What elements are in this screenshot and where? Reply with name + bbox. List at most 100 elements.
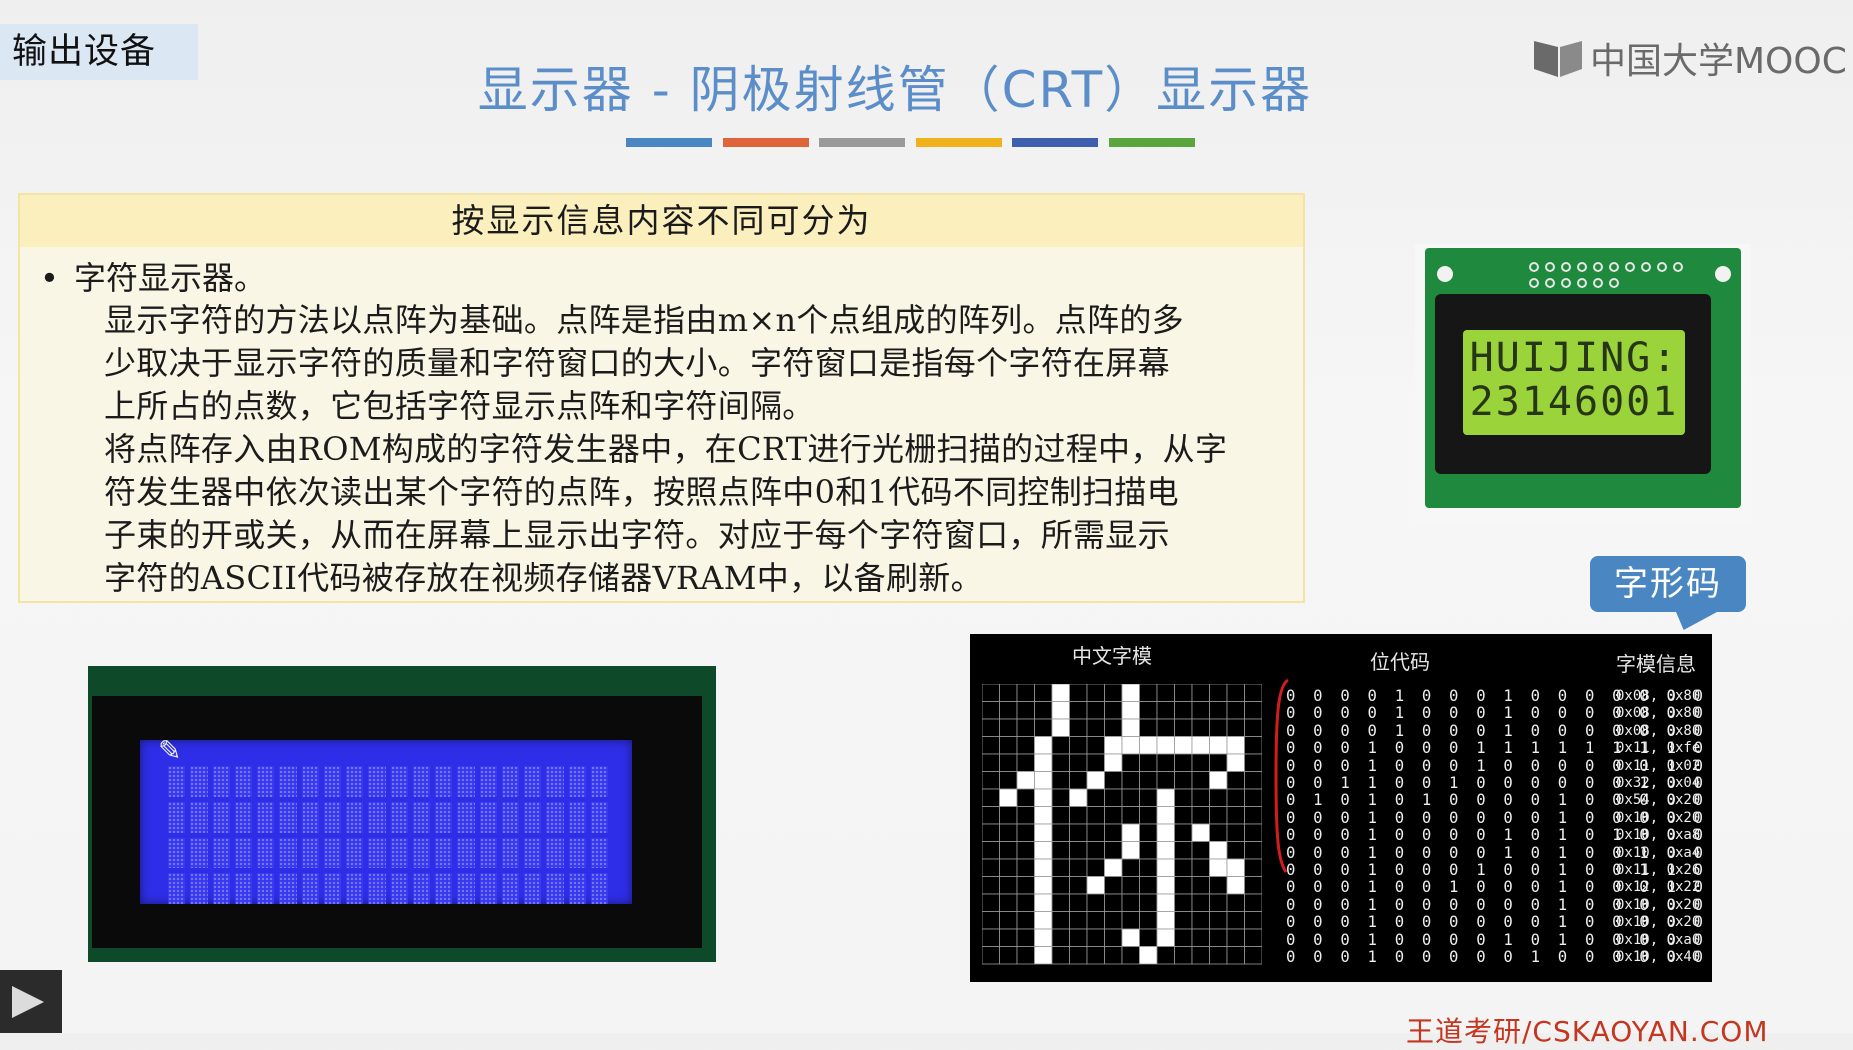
lcd-char-cell (568, 837, 586, 869)
lcd-char-cell (190, 766, 208, 797)
dot-cell (1209, 701, 1228, 720)
dot-cell (1139, 823, 1158, 842)
lcd-line-2: 23146001 (1469, 379, 1679, 425)
dot-cell (1051, 858, 1070, 877)
glyph-code-badge: 字形码 (1590, 556, 1746, 612)
dot-cell (1139, 718, 1158, 737)
dot-cell (1226, 876, 1245, 895)
col-label-info: 字模信息 (1616, 652, 1696, 676)
lcd-char-cell (234, 873, 252, 904)
lcd-char-cell (234, 837, 252, 869)
dot-cell (1086, 788, 1105, 807)
dot-cell (1121, 684, 1140, 702)
dot-cell (999, 684, 1018, 702)
dot-cell (1016, 928, 1035, 947)
lcd-char-cell (590, 873, 608, 904)
dot-cell (1121, 788, 1140, 807)
lcd-char-cell (212, 837, 230, 869)
lcd-char-cell (346, 873, 364, 904)
lcd-char-cell (546, 837, 564, 869)
dot-cell (1191, 928, 1210, 947)
mooc-brand: 中国大学MOOC (1532, 34, 1847, 82)
pencil-cursor-icon: ✎ (158, 734, 182, 767)
dot-cell (1069, 701, 1088, 720)
play-button[interactable] (0, 970, 62, 1033)
col-label-bitcode: 位代码 (1370, 650, 1430, 674)
lcd-char-cell (368, 873, 386, 904)
dot-cell (999, 928, 1018, 947)
lcd-char-cell (279, 837, 297, 869)
dot-cell (1244, 753, 1262, 772)
lcd-char-cell (234, 766, 252, 797)
lcd-char-cell (279, 873, 297, 904)
dot-cell (1156, 893, 1175, 912)
dot-cell (1191, 718, 1210, 737)
col-label-font: 中文字模 (1072, 644, 1152, 668)
dot-cell (1051, 928, 1070, 947)
section-tag: 输出设备 (0, 24, 198, 80)
lcd-char-cell (301, 837, 319, 869)
dot-cell (1139, 806, 1158, 825)
bit-code-column: 0 0 0 0 1 0 0 0 1 0 0 0 0 0 0 0 0 0 0 0 … (1286, 687, 1708, 967)
dot-cell (1139, 753, 1158, 772)
dot-cell (1226, 858, 1245, 877)
lcd-char-cell (368, 766, 386, 797)
dot-cell (1226, 841, 1245, 860)
dot-cell (982, 893, 1000, 912)
lcd-char-cell (390, 837, 408, 869)
dot-cell (1191, 753, 1210, 772)
pin-icon (1609, 278, 1619, 288)
dot-cell (1051, 736, 1070, 755)
dot-cell (1034, 823, 1053, 842)
dot-cell (1174, 718, 1193, 737)
dot-cell (1244, 771, 1262, 790)
lcd-char-cell (457, 873, 475, 904)
dot-cell (982, 911, 1000, 930)
lcd-char-cell (168, 766, 186, 797)
pin-header (1529, 262, 1689, 288)
dot-cell (1156, 788, 1175, 807)
pin-icon (1561, 262, 1571, 272)
pin-icon (1593, 262, 1603, 272)
dot-cell (1191, 893, 1210, 912)
dot-cell (1209, 876, 1228, 895)
dot-cell (1104, 893, 1123, 912)
dot-cell (1016, 788, 1035, 807)
lcd-char-cell (390, 801, 408, 833)
dot-cell (1191, 911, 1210, 930)
pin-icon (1593, 278, 1603, 288)
dot-cell (1226, 684, 1245, 702)
dot-cell (1226, 753, 1245, 772)
dot-cell (1209, 753, 1228, 772)
dot-cell (1209, 771, 1228, 790)
dot-cell (1034, 946, 1053, 965)
dot-cell (1034, 806, 1053, 825)
lcd-line-1: HUIJING: (1469, 335, 1679, 381)
lcd-char-cell (590, 766, 608, 797)
dot-cell (1051, 911, 1070, 930)
dot-cell (1034, 841, 1053, 860)
dot-cell (1016, 858, 1035, 877)
dot-cell (1226, 806, 1245, 825)
dot-cell (1191, 701, 1210, 720)
lcd-char-cell (435, 801, 453, 833)
dot-cell (1086, 718, 1105, 737)
dot-cell (1016, 823, 1035, 842)
dot-cell (1244, 858, 1262, 877)
dot-cell (1086, 893, 1105, 912)
dot-cell (1104, 946, 1123, 965)
dot-cell (1069, 946, 1088, 965)
font-dot-matrix (982, 684, 1262, 965)
lcd-char-cell (212, 873, 230, 904)
dot-cell (982, 841, 1000, 860)
dot-cell (1156, 858, 1175, 877)
dot-cell (1034, 928, 1053, 947)
dot-cell (999, 806, 1018, 825)
dot-cell (982, 823, 1000, 842)
dot-cell (1121, 876, 1140, 895)
paragraph-line: 少取决于显示字符的质量和字符窗口的大小。字符窗口是指每个字符在屏幕 (104, 344, 1170, 382)
lcd-char-cell (590, 837, 608, 869)
dot-cell (1104, 718, 1123, 737)
dot-cell (999, 823, 1018, 842)
mooc-logo-icon (1534, 41, 1582, 77)
